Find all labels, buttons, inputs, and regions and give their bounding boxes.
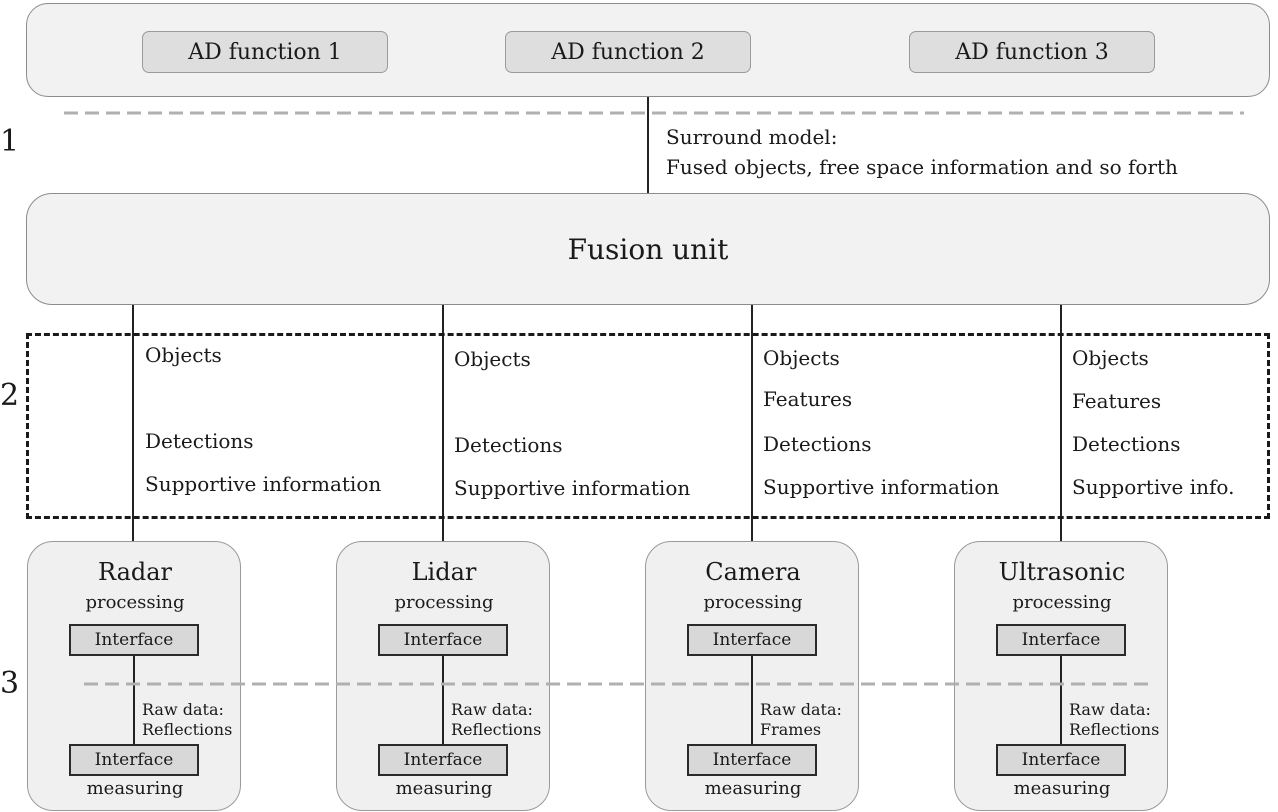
surround-model-title: Surround model:: [666, 125, 838, 149]
level-3-label: 3: [0, 666, 20, 701]
level-2-label: 2: [0, 378, 20, 413]
ad-function-2-button[interactable]: AD function 2: [505, 31, 751, 73]
camera-objects-label: Objects: [763, 346, 840, 370]
interface-level-box: [26, 333, 1270, 519]
processing-interface: Interface: [378, 624, 508, 656]
raw-data-link: [133, 656, 135, 744]
sensor-camera: Camera processing Interface Raw data: Fr…: [645, 541, 859, 811]
raw-data-title: Raw data:: [451, 700, 533, 719]
sensor-name: Radar: [97, 558, 173, 586]
raw-data-type: Reflections: [451, 720, 542, 739]
raw-data-label: Raw data: Frames: [760, 700, 842, 740]
ultrasonic-objects-label: Objects: [1072, 346, 1149, 370]
raw-data-label: Raw data: Reflections: [1069, 700, 1159, 740]
measuring-interface: Interface: [687, 744, 817, 776]
sensor-lidar: Lidar processing Interface Raw data: Ref…: [336, 541, 550, 811]
raw-data-link: [442, 656, 444, 744]
raw-data-type: Frames: [760, 720, 822, 739]
ultrasonic-features-label: Features: [1072, 389, 1162, 413]
raw-data-label: Raw data: Reflections: [451, 700, 541, 740]
ad-function-3-button[interactable]: AD function 3: [909, 31, 1155, 73]
raw-data-title: Raw data:: [760, 700, 842, 719]
measuring-interface: Interface: [378, 744, 508, 776]
processing-interface: Interface: [687, 624, 817, 656]
surround-model-description: Fused objects, free space information an…: [666, 155, 1178, 179]
ultrasonic-detections-label: Detections: [1072, 432, 1181, 456]
ultrasonic-supportive-label: Supportive info.: [1072, 475, 1235, 499]
radar-supportive-label: Supportive information: [145, 472, 382, 496]
camera-supportive-label: Supportive information: [763, 475, 1000, 499]
radar-objects-label: Objects: [145, 343, 222, 367]
lidar-supportive-label: Supportive information: [454, 476, 691, 500]
fusion-unit: Fusion unit: [26, 193, 1270, 305]
raw-data-type: Reflections: [142, 720, 233, 739]
processing-label: processing: [703, 592, 803, 613]
processing-label: processing: [1012, 592, 1112, 613]
measuring-label: measuring: [395, 778, 493, 799]
raw-data-type: Reflections: [1069, 720, 1160, 739]
sensor-name: Camera: [705, 558, 801, 586]
processing-interface: Interface: [996, 624, 1126, 656]
ad-function-1-button[interactable]: AD function 1: [142, 31, 388, 73]
surround-model-label: Surround model: Fused objects, free spac…: [666, 122, 1178, 182]
raw-data-label: Raw data: Reflections: [142, 700, 232, 740]
sensor-name: Ultrasonic: [998, 558, 1126, 586]
processing-interface: Interface: [69, 624, 199, 656]
sensor-ultrasonic: Ultrasonic processing Interface Raw data…: [954, 541, 1168, 811]
processing-label: processing: [85, 592, 185, 613]
processing-label: processing: [394, 592, 494, 613]
sensor-name: Lidar: [411, 558, 477, 586]
lidar-objects-label: Objects: [454, 347, 531, 371]
camera-detections-label: Detections: [763, 432, 872, 456]
raw-data-title: Raw data:: [142, 700, 224, 719]
raw-data-title: Raw data:: [1069, 700, 1151, 719]
measuring-label: measuring: [704, 778, 802, 799]
sensor-radar: Radar processing Interface Raw data: Ref…: [27, 541, 241, 811]
lidar-detections-label: Detections: [454, 433, 563, 457]
measuring-interface: Interface: [996, 744, 1126, 776]
raw-data-link: [1060, 656, 1062, 744]
raw-data-link: [751, 656, 753, 744]
level-1-label: 1: [0, 124, 20, 159]
measuring-interface: Interface: [69, 744, 199, 776]
measuring-label: measuring: [86, 778, 184, 799]
camera-features-label: Features: [763, 387, 853, 411]
radar-detections-label: Detections: [145, 429, 254, 453]
measuring-label: measuring: [1013, 778, 1111, 799]
